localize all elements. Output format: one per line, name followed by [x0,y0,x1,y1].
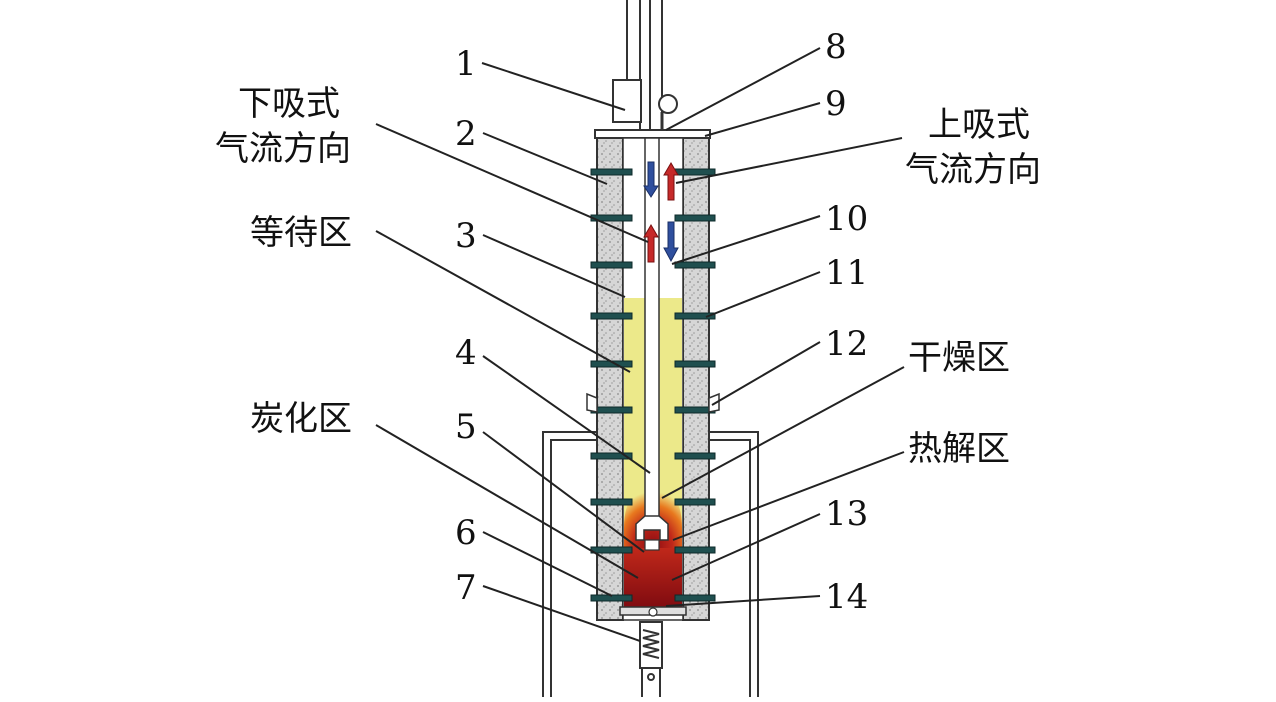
leader-1 [481,62,626,111]
callout-6: 6 [455,513,477,553]
updraft-label-line1: 上吸式 [928,105,1030,145]
callout-13: 13 [825,494,868,534]
callout-5: 5 [455,407,477,447]
callout-10: 10 [825,199,868,239]
callout-9: 9 [825,84,847,124]
downdraft-label-line2: 气流方向 [215,129,351,169]
downdraft-label-line1: 下吸式 [238,84,340,124]
leader-5 [482,431,645,553]
updraft-arrow-lower [643,224,659,263]
leader-13 [671,513,821,581]
clamp-band-right-5 [674,360,716,368]
leader-downdraft [375,123,649,243]
leader-3 [482,234,626,298]
leader-12 [711,341,821,406]
leader-4 [482,355,651,474]
clamp-band-right-2 [674,214,716,222]
carbonization-zone-label: 炭化区 [250,399,352,439]
clamp-band-left-1 [590,168,633,176]
nozzle [635,515,669,541]
updraft-label-line2: 气流方向 [905,150,1041,190]
clamp-band-left-8 [590,498,633,506]
leader-10 [671,215,821,265]
pyrolysis-zone-label: 热解区 [908,429,1010,469]
waiting-zone-label: 等待区 [250,213,352,253]
side-latch-left [586,392,598,413]
drying-zone-label: 干燥区 [908,338,1010,378]
callout-4: 4 [455,333,477,373]
top-lid [594,129,711,139]
feed-box [612,79,642,123]
leader-carbonization [375,424,639,579]
leader-6 [482,531,613,597]
callout-8: 8 [825,27,847,67]
callout-2: 2 [455,114,477,154]
clamp-band-right-8 [674,498,716,506]
leader-2 [482,132,608,185]
clamp-band-right-9 [674,546,716,554]
leader-updraft [675,137,903,184]
callout-11: 11 [825,253,868,293]
leader-9 [704,102,821,137]
flow-arrows [643,161,679,263]
clamp-band-left-7 [590,452,633,460]
clamp-band-left-4 [590,312,633,320]
callout-numbers: 1 2 3 4 5 6 7 8 9 10 11 12 13 14 [455,27,868,617]
clamp-band-right-1 [674,168,716,176]
leader-lines [375,47,905,642]
zone-labels: 下吸式 气流方向 上吸式 气流方向 等待区 炭化区 干燥区 热解区 [215,84,1041,469]
leader-11 [705,271,821,318]
top-feed-tube [626,0,663,135]
leader-7 [482,585,641,642]
callout-12: 12 [825,324,868,364]
vent-knob [658,94,678,114]
downdraft-arrow-lower [663,221,679,263]
updraft-arrow-upper [663,162,679,201]
nozzle-tip [644,539,660,551]
leader-14 [665,595,821,607]
callout-1: 1 [455,44,477,84]
callout-14: 14 [825,577,868,617]
leader-waiting-zone [375,230,631,373]
clamp-band-right-10 [674,594,716,602]
callout-3: 3 [455,216,477,256]
callout-7: 7 [455,568,477,608]
clamp-band-right-3 [674,261,716,269]
leader-drying-zone [661,366,905,499]
clamp-band-left-9 [590,546,633,554]
leader-pyrolysis [672,451,905,541]
leader-8 [665,47,821,131]
clamp-band-right-4 [674,312,716,320]
clamp-band-left-3 [590,261,633,269]
clamp-band-right-7 [674,452,716,460]
downdraft-arrow-upper [643,161,659,198]
bottom-spring-assembly [639,621,663,697]
